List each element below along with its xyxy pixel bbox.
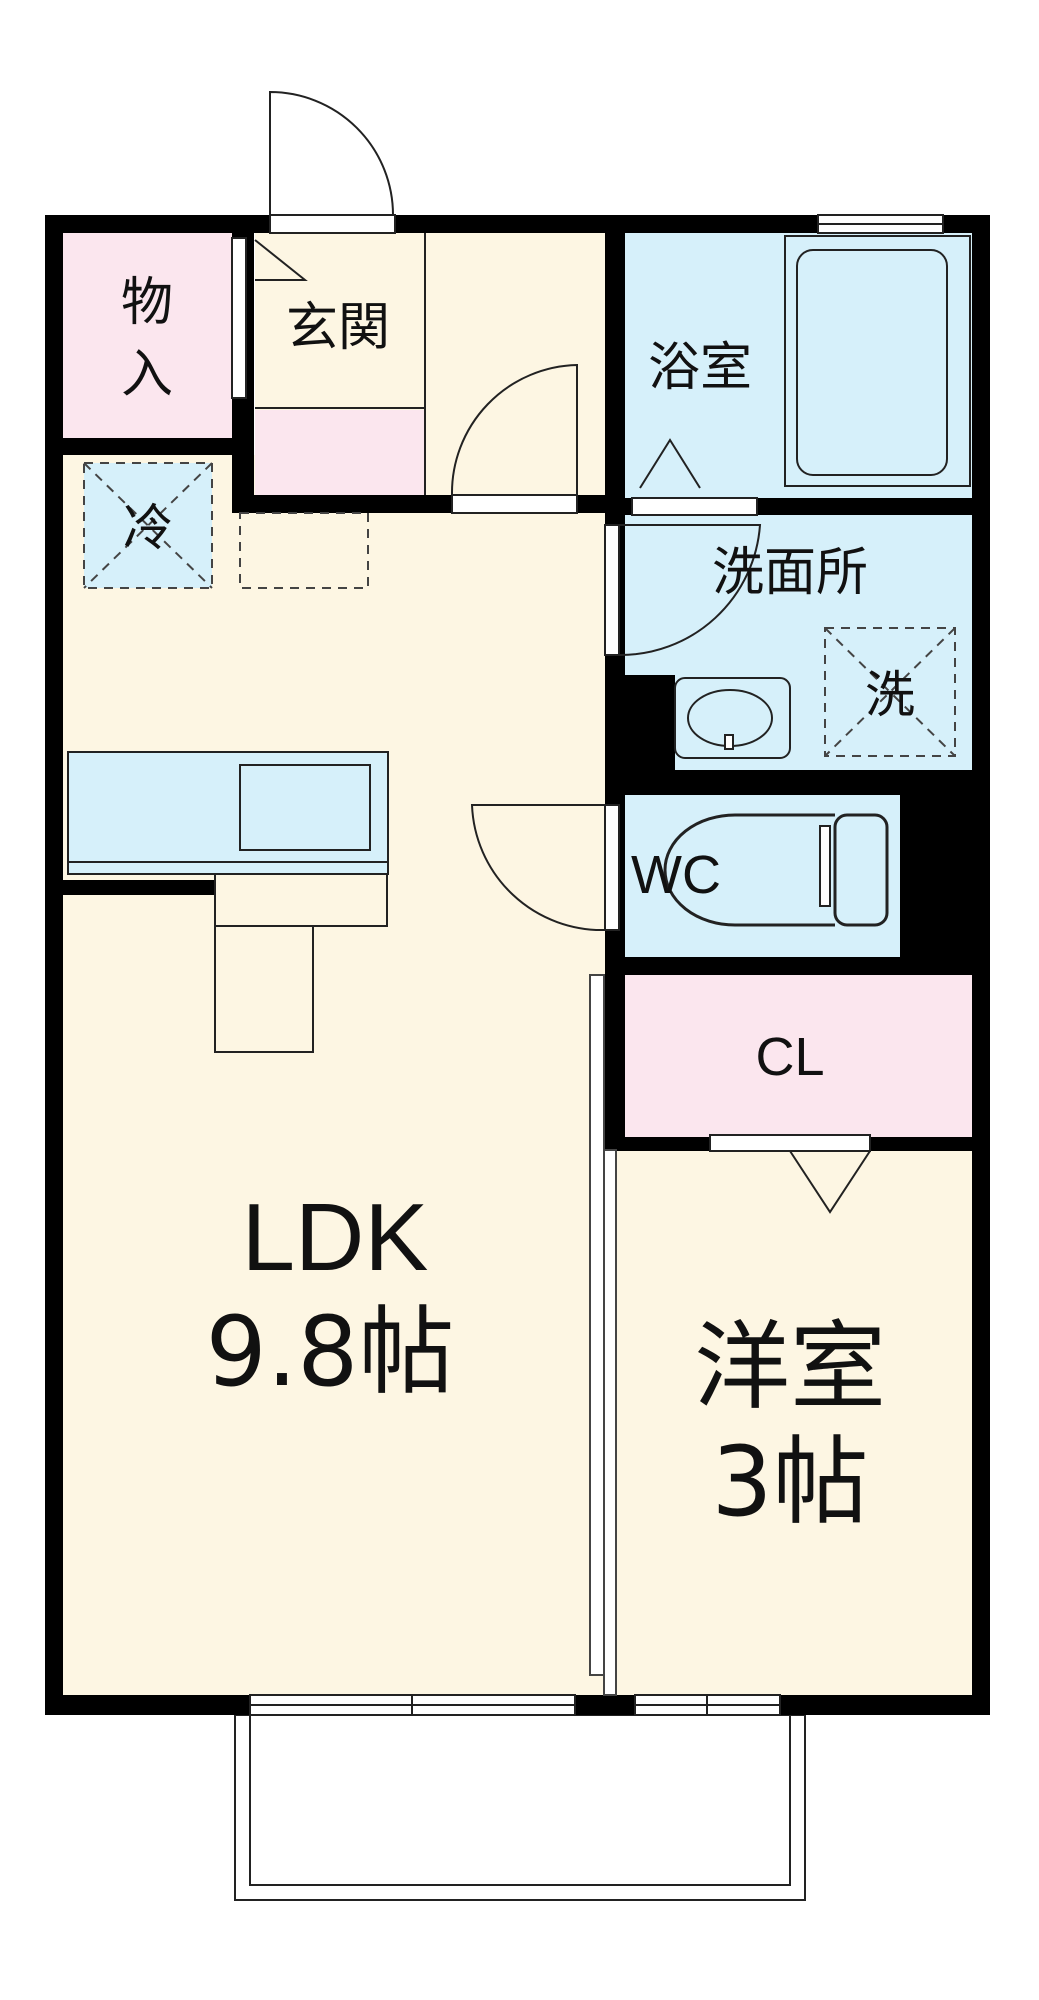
toilet-door-opening (604, 804, 620, 931)
hall-door-swing (450, 363, 578, 496)
closet-floor (625, 975, 972, 1137)
fridge-label: 冷 (123, 499, 173, 557)
washer-space (824, 627, 956, 757)
washroom-door-swing (618, 524, 762, 657)
washer-label: 洗 (865, 666, 915, 724)
washbasin-tap (724, 734, 734, 750)
shoe-box-mark (254, 239, 308, 281)
bathtub-inner (796, 249, 948, 476)
wall-toilet-bottom (605, 957, 990, 975)
toilet-tank-slot (819, 825, 831, 907)
washroom-door-opening (604, 524, 620, 656)
ldk-name-label: LDK (242, 1184, 429, 1291)
washbasin (674, 677, 791, 759)
entrance-label: 玄関 (286, 298, 390, 358)
western-name-label: 洋室 (694, 1311, 886, 1423)
storage-label-line2: 入 (121, 345, 173, 405)
wall-sink-block (605, 675, 675, 770)
toilet-tank (833, 813, 889, 927)
western-room-floor (612, 1148, 972, 1695)
wall-kitchen-stub (45, 880, 215, 895)
fridge-cross-2 (83, 462, 213, 589)
balcony (234, 1714, 806, 1901)
washer-cross-2 (824, 627, 956, 757)
storage-label-line1: 物 (121, 273, 173, 333)
washer-cross-1 (824, 627, 956, 757)
appliance-space (239, 512, 369, 589)
toilet-label: WC (631, 845, 721, 905)
sliding-partition-2 (603, 1149, 617, 1696)
closet-door-opening (709, 1134, 871, 1152)
toilet-door-swing (470, 804, 606, 932)
fixtures (67, 233, 971, 1053)
kitchen-counter-lip (67, 861, 389, 875)
room-labels: 物 入 玄関 浴室 冷 洗面所 洗 WC CL LDK 9.8帖 洋室 3帖 (121, 273, 915, 1538)
entrance-step-floor (255, 410, 425, 495)
wall-storage-bottom (45, 438, 235, 455)
openings (231, 90, 944, 1716)
kitchen-sink (239, 764, 371, 851)
bathtub-outer (784, 235, 971, 487)
hall-door-opening (451, 494, 578, 514)
ldk-size-label: 9.8帖 (206, 1296, 455, 1408)
ldk-floor (60, 455, 605, 1695)
wall-left (45, 215, 63, 1715)
closet-door-mark (789, 1150, 871, 1214)
closet-label: CL (755, 1027, 824, 1087)
fridge-cross-1 (83, 462, 213, 589)
bath-door-mark (639, 438, 701, 489)
storage-door-slot (231, 237, 247, 399)
wall-spine-upper (605, 215, 625, 515)
balcony-inner-outline (249, 1714, 791, 1886)
wall-spine-lower (605, 975, 625, 1150)
bath-label: 浴室 (648, 338, 752, 398)
western-size-label: 3帖 (711, 1426, 868, 1538)
storage-floor (60, 233, 232, 438)
balcony-outline (234, 1714, 806, 1901)
front-door-opening (269, 214, 396, 234)
bath-door-opening (631, 497, 758, 516)
toilet-bowl (663, 813, 835, 927)
dining-table-leg (214, 925, 314, 1053)
front-door-swing (269, 90, 394, 216)
wall-toilet-right (900, 770, 990, 975)
washroom-label: 洗面所 (712, 543, 868, 603)
sliding-partition (589, 974, 605, 1676)
